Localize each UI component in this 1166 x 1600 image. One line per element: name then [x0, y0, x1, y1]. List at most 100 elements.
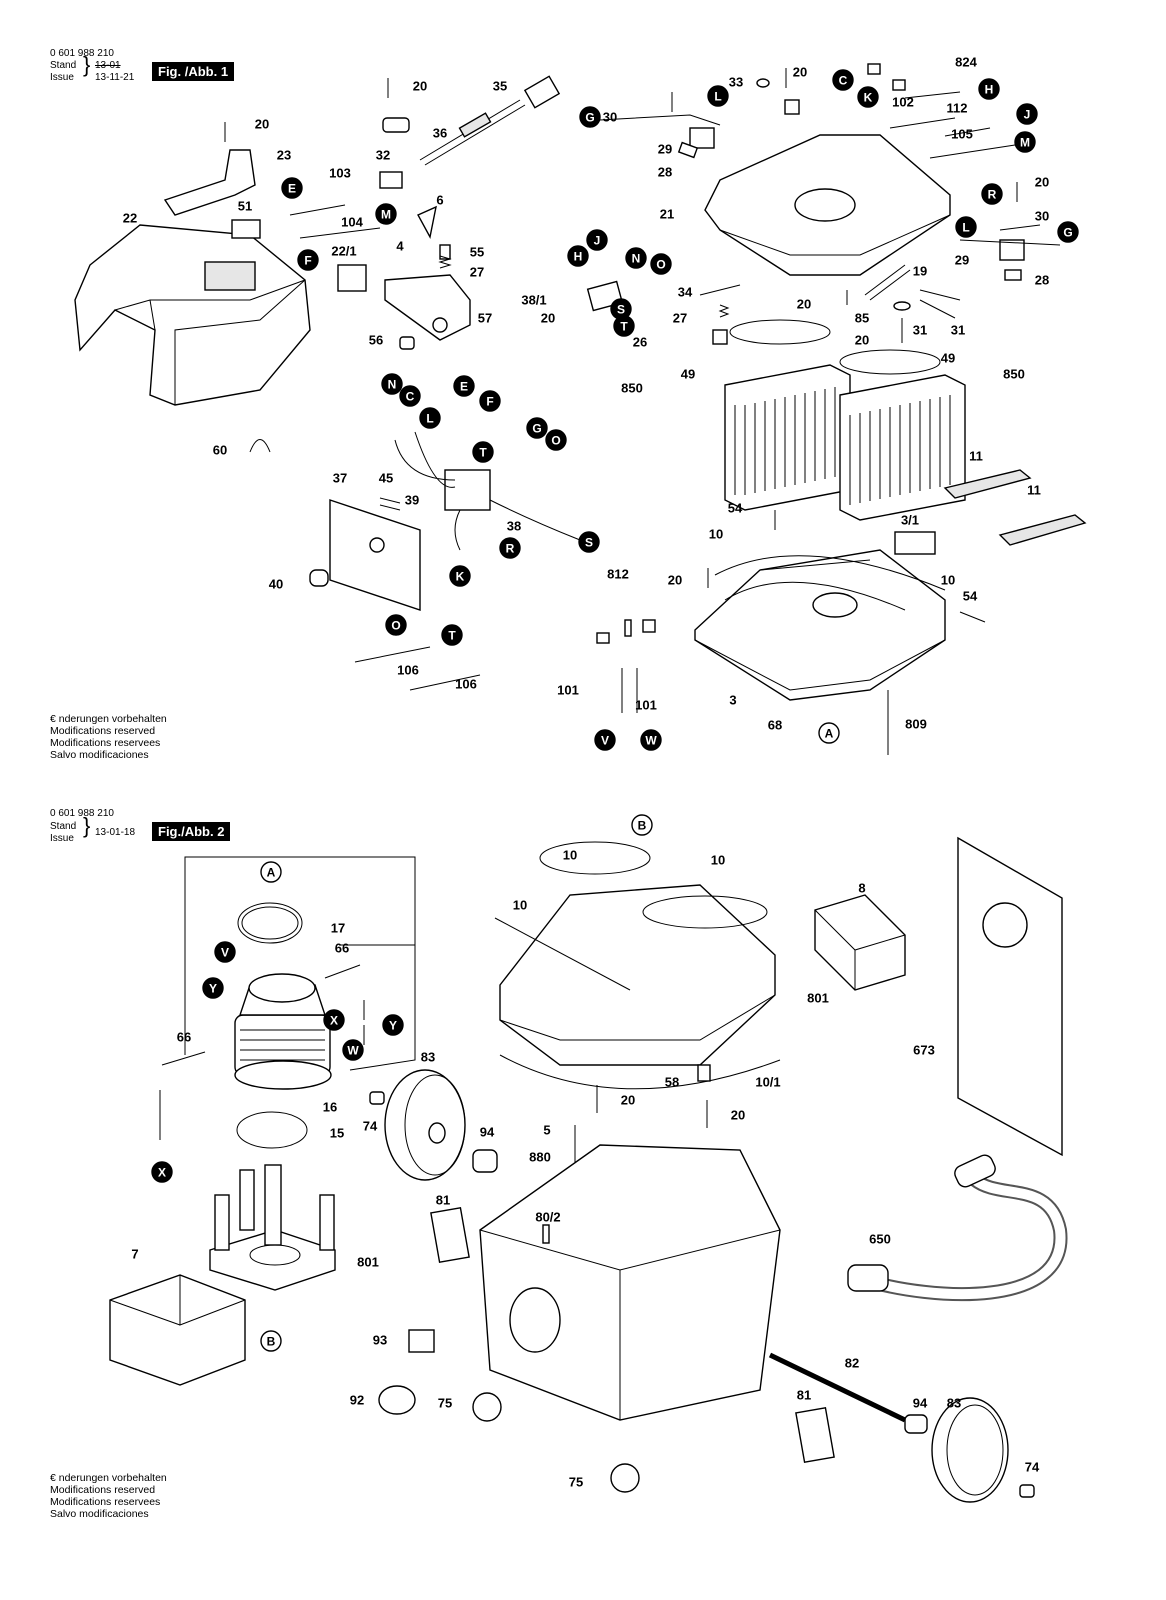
fig1-label-6: 6	[436, 193, 443, 208]
fig1-label-824: 824	[955, 55, 977, 70]
fig1-marker-C-circle	[399, 385, 421, 407]
fig1-label-56: 56	[369, 333, 383, 348]
fig2-label-5: 5	[543, 1123, 550, 1138]
part-sleeve	[458, 112, 492, 138]
fig1-label-105: 105	[951, 127, 973, 142]
part-cap-74-left	[369, 1091, 385, 1105]
part-cover-22	[74, 224, 311, 406]
fig1-label-27: 27	[470, 265, 484, 280]
fig1-label-51: 51	[238, 199, 252, 214]
part-plate-knob	[369, 537, 385, 553]
fig2-label-92: 92	[350, 1393, 364, 1408]
part-wires-106	[354, 646, 481, 691]
fig2-label-8: 8	[858, 881, 865, 896]
fig1-marker-G: G	[585, 111, 594, 125]
fig2-label-16: 16	[323, 1100, 337, 1115]
part-seal-10-right	[642, 895, 768, 929]
fig1-marker-K: K	[864, 91, 873, 105]
fig1-stand-label: Stand	[50, 60, 77, 71]
fig1-label-102: 102	[892, 95, 914, 110]
part-58	[697, 1064, 711, 1082]
fig2-label-10/1: 10/1	[755, 1075, 780, 1090]
fig1-tag: Fig. /Abb. 1	[152, 62, 235, 81]
fig2-marker-Y: Y	[209, 982, 217, 996]
fig1-label-20: 20	[541, 311, 555, 326]
part-label-22-1	[337, 264, 367, 292]
part-terminal-32	[379, 171, 403, 189]
fig1-label-101: 101	[635, 698, 657, 713]
part-wheel-83-left	[384, 1069, 466, 1181]
fig1-label-22/1: 22/1	[331, 244, 356, 259]
part-foam-8	[814, 894, 906, 991]
fig1-label-68: 68	[768, 718, 782, 733]
fig1-label-10: 10	[709, 527, 723, 542]
fig2-marker-Y-circle	[382, 1014, 404, 1036]
fig1-marker-A: A	[825, 727, 834, 741]
fig1-marker-T: T	[479, 446, 487, 460]
fig1-marker-L-circle	[955, 216, 977, 238]
fig1-label-19: 19	[913, 264, 927, 279]
part-filter-850-right	[839, 374, 966, 521]
fig1-marker-E-circle	[453, 375, 475, 397]
fig1-marker-M-circle	[375, 203, 397, 225]
part-housing-3	[694, 549, 946, 701]
fig1-marker-O-circle	[385, 614, 407, 636]
fig1-marker-T: T	[620, 320, 628, 334]
fig1-marker-K-circle	[857, 86, 879, 108]
fig2-label-82: 82	[845, 1356, 859, 1371]
fig1-marker-H-circle	[978, 78, 1000, 100]
fig1-marker-H: H	[574, 250, 583, 264]
fig1-marker-A-circle	[818, 722, 840, 744]
fig2-label-7: 7	[131, 1247, 138, 1262]
part-plate-37	[329, 499, 421, 611]
fig1-label-20: 20	[797, 297, 811, 312]
fig1-label-106: 106	[455, 677, 477, 692]
fig2-label-94: 94	[913, 1396, 928, 1411]
fig1-label-36: 36	[433, 126, 447, 141]
fig2-label-801: 801	[807, 991, 829, 1006]
fig1-label-850: 850	[1003, 367, 1025, 382]
fig1-marker-H-circle	[567, 245, 589, 267]
part-seal-10-1	[499, 1054, 781, 1090]
fig1-marker-S-circle	[578, 531, 600, 553]
fig1-label-35: 35	[493, 79, 507, 94]
fig1-label-39: 39	[405, 493, 419, 508]
fig1-note-1: € nderungen vorbehalten	[50, 713, 167, 725]
fig1-marker-L-circle	[419, 407, 441, 429]
part-spring-27	[718, 304, 730, 318]
part-clip-c	[867, 63, 881, 75]
fig1-label-4: 4	[396, 239, 404, 254]
fig2-marker-B-circle	[631, 814, 653, 836]
part-relay-29-lower	[999, 239, 1025, 261]
part-28-upper	[677, 141, 699, 159]
fig2-label-20: 20	[621, 1093, 635, 1108]
fig1-marker-C: C	[839, 74, 848, 88]
fig2-marker-B: B	[638, 819, 647, 833]
part-clip-60	[249, 439, 271, 453]
fig2-label-801: 801	[357, 1255, 379, 1270]
fig1-label-23: 23	[277, 148, 291, 163]
fig1-notes: € nderungen vorbehalten Modifications re…	[50, 713, 167, 761]
fig1-label-30: 30	[603, 110, 617, 125]
fig1-label-34: 34	[678, 285, 693, 300]
fig1-label-31: 31	[913, 323, 927, 338]
fig1-label-10: 10	[941, 573, 955, 588]
fig1-marker-E-circle	[281, 177, 303, 199]
part-seal-49-right	[839, 349, 941, 375]
fig1-marker-L: L	[426, 412, 433, 426]
part-80-2	[542, 1224, 550, 1244]
fig1-marker-N-circle	[381, 373, 403, 395]
part-clip-824	[784, 99, 800, 115]
part-812-c	[642, 619, 656, 633]
fig1-label-30: 30	[1035, 209, 1049, 224]
fig1-marker-G-circle	[1057, 221, 1079, 243]
fig1-label-33: 33	[729, 75, 743, 90]
part-washer-33	[756, 78, 770, 88]
fig2-label-650: 650	[869, 1232, 891, 1247]
part-stand-post-l	[214, 1194, 230, 1251]
fig1-label-37: 37	[333, 471, 347, 486]
fig1-label-11: 11	[1027, 483, 1041, 498]
fig1-label-54: 54	[728, 501, 743, 516]
fig2-notes: € nderungen vorbehalten Modifications re…	[50, 1472, 167, 1520]
fig1-marker-S: S	[585, 536, 593, 550]
